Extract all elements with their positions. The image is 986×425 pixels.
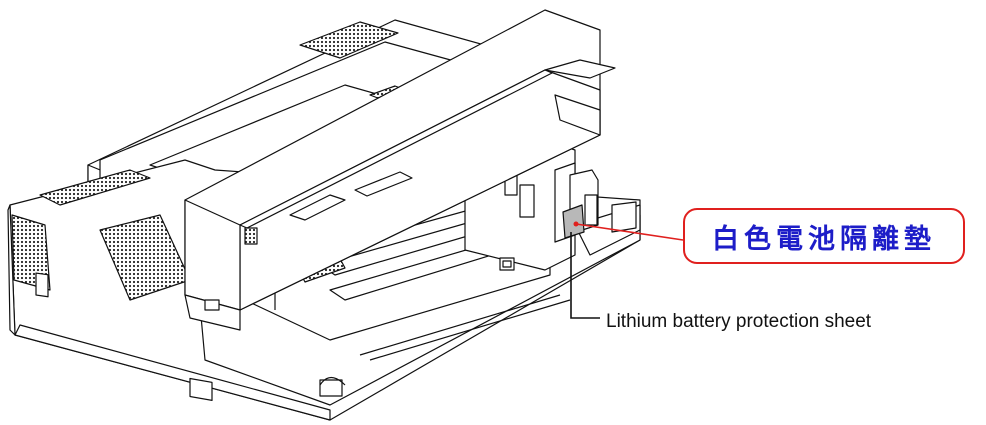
callout-leader-line [575, 223, 684, 241]
battery-cover-lid [184, 9, 616, 311]
lid-support [184, 294, 241, 331]
power-switch [35, 272, 49, 298]
callout-label-en: Lithium battery protection sheet [606, 311, 872, 332]
callout-box: 白色電池隔離墊 [683, 208, 965, 264]
label-leader-line [570, 232, 600, 319]
callout-label-zh: 白色電池隔離墊 [712, 223, 936, 255]
left-vent [11, 214, 51, 291]
top-left-vent [39, 169, 151, 206]
battery-protection-sheet [562, 204, 585, 239]
rear-vent [299, 21, 399, 59]
